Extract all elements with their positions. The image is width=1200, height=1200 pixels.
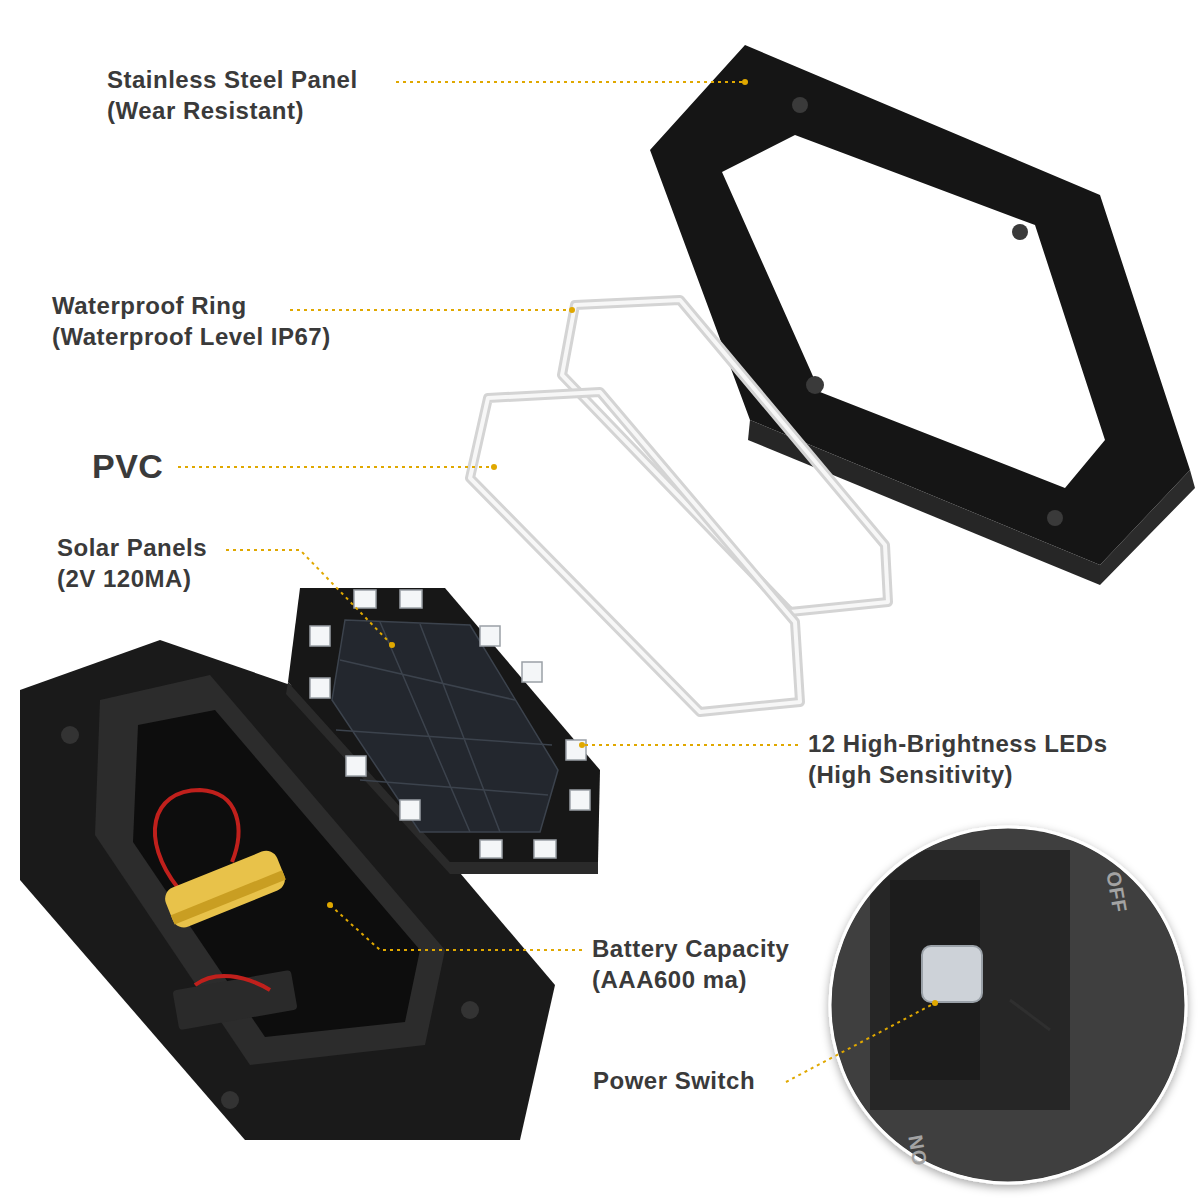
leader-dot (327, 902, 333, 908)
part-name: Stainless Steel Panel (107, 66, 358, 95)
leader-line (396, 81, 745, 83)
led (570, 790, 590, 810)
leader-line (226, 550, 392, 645)
screw-hole (806, 376, 824, 394)
part-note: (2V 120MA) (57, 565, 191, 594)
leader-lines (178, 82, 935, 1082)
part-name: 12 High-Brightness LEDs (808, 730, 1108, 759)
led-group (310, 590, 590, 858)
ring-outline (470, 392, 800, 712)
cell-grid (336, 622, 552, 832)
leader-dots (327, 79, 938, 1006)
part-note: (High Sensitivity) (808, 761, 1013, 790)
leader-line (178, 466, 494, 468)
leader-line (290, 309, 572, 311)
part-note: (Wear Resistant) (107, 97, 304, 126)
screw-hole (792, 97, 808, 113)
leader-line (786, 1003, 935, 1082)
screw-hole (1012, 224, 1028, 240)
battery-body (162, 847, 289, 931)
led (400, 590, 422, 608)
leader-dot (491, 464, 497, 470)
part-name: PVC (92, 446, 163, 487)
panel-frame (650, 45, 1190, 565)
leader-dot (569, 307, 575, 313)
leader-dot (932, 1000, 938, 1006)
leader-line (330, 905, 582, 950)
switch-knob (922, 946, 982, 1002)
leader-line (582, 744, 798, 746)
board (288, 588, 600, 862)
part-name: Power Switch (593, 1067, 755, 1096)
battery (162, 847, 289, 931)
led (310, 678, 330, 698)
battery-band (171, 870, 286, 924)
part-note: (Waterproof Level IP67) (52, 323, 331, 352)
part-name: Solar Panels (57, 534, 207, 563)
led (310, 626, 330, 646)
ring-inner (470, 392, 800, 712)
switch-slot (870, 850, 1070, 1110)
leader-dot (389, 642, 395, 648)
switch-marking: OFF (1101, 869, 1132, 914)
led (566, 740, 586, 760)
switch-zoom (820, 820, 1200, 1200)
led (522, 662, 542, 682)
part-note: (AAA600 ma) (592, 966, 747, 995)
waterproof-ring (562, 300, 888, 612)
led (354, 590, 376, 608)
screw-hole (1047, 510, 1063, 526)
part-name: Waterproof Ring (52, 292, 247, 321)
led (480, 840, 502, 858)
pvc-ring (470, 392, 800, 712)
switch-marking: ON (903, 1133, 932, 1168)
part-name: Battery Capacity (592, 935, 789, 964)
led (480, 626, 500, 646)
leader-dot (742, 79, 748, 85)
leader-dot (579, 742, 585, 748)
red-wire (195, 976, 270, 990)
led (534, 840, 556, 858)
zoom-content (820, 820, 1200, 1200)
solar-board (286, 588, 600, 874)
steel-panel (650, 45, 1195, 585)
screw-post (61, 726, 79, 744)
solar-cells (332, 620, 558, 832)
ring-inner (562, 300, 888, 612)
housing-surface (820, 820, 1200, 1200)
slot-arrow (1010, 1000, 1050, 1030)
ring-outline (562, 300, 888, 612)
screw-post (221, 1091, 239, 1109)
led (346, 756, 366, 776)
led (400, 800, 420, 820)
circuit-board (172, 970, 297, 1030)
screw-post (461, 1001, 479, 1019)
